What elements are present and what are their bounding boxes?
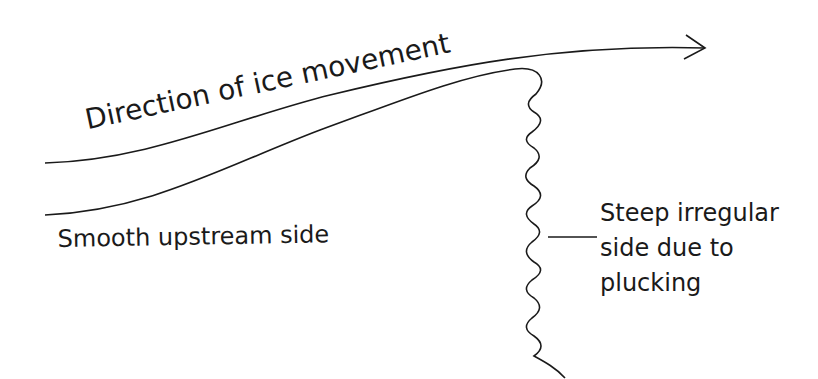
side-label: Steep irregular side due to plucking xyxy=(600,196,815,300)
leader-line xyxy=(548,236,597,238)
side-label: Smooth upstream side xyxy=(57,216,378,256)
arrow-head xyxy=(684,35,705,59)
arrow-label: Direction of ice movement xyxy=(82,9,521,140)
